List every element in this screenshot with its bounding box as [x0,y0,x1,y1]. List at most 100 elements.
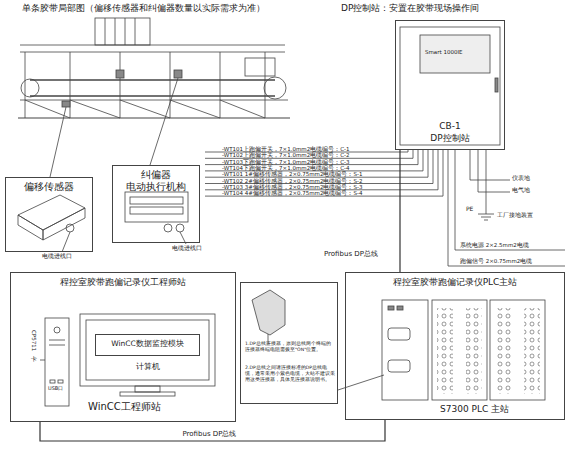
monitor-screen [86,320,209,380]
device-label: S7300 PLC 主站 [440,404,509,414]
ground-symbol [484,220,488,221]
actuator-body [125,192,188,222]
cable-line [205,150,433,184]
port-label: 电缆进线口 [42,253,72,260]
plc-cpu [382,300,428,400]
station-heading: DP控制站：安置在胶带现场操作间 [341,3,479,13]
drive-slot [49,340,65,341]
status-led [397,306,403,310]
conveyor-rail [20,45,285,46]
terminal-block [437,308,453,394]
engineer-station-box: 程控室胶带跑偏记录仪工程师站WinCC数据监控模块 [10,272,236,422]
note-callout-box: 1.DP总线连接器，原则总线两个终端的连接器终端电阻需拨至"ON"位置。 2.DP… [240,282,338,404]
device-label: 计算机 [136,362,160,371]
cable-label: -WT104下跑偏开关，7×1.0mm2电缆编号：C-4 [222,165,349,171]
cross-brace [70,100,120,118]
signal-cable [448,150,565,266]
module-name: WinCC数据监控模块 [96,340,199,349]
cable-line [205,150,418,165]
door-handle [495,78,498,92]
sensor-mark [116,70,124,78]
cross-brace [120,100,170,118]
cabinet-name: DP控制站 [396,133,504,143]
cable-gland [164,224,172,232]
cable-label: -WT102 2#偏移传感器，2×0.75mm2电缆编号：S-2 [222,178,362,184]
conveyor-leg [25,52,26,118]
plc-station-box: 程控室胶带跑偏记录仪PLC主站 [345,272,565,420]
dp-connector [252,290,285,335]
box-heading: 程控室胶带跑偏记录仪PLC主站 [346,277,564,287]
ground-symbol [478,214,494,215]
box-heading: 偏移传感器 [6,181,92,193]
leader-line [62,232,70,252]
terminal-block [524,308,540,394]
cable-label: -WT104 4#偏移传感器，2×0.75mm2电缆编号：S-4 [222,190,362,196]
cable-label: -WT103下跑偏开关，7×1.0mm2电缆编号：C-3 [222,159,349,165]
power-cable [455,150,565,250]
hmi-screen [420,35,490,73]
db9-port [388,360,410,372]
port-label: USB口 [48,386,63,392]
cable-line [205,150,428,177]
bus-connector [399,150,400,272]
sensor-body [18,215,43,240]
ground-label: 电气地 [512,187,530,194]
note-text: 1.DP总线连接器，原则总线两个终端的连接器终端电阻需拨至"ON"位置。 [245,341,335,353]
terminal-block [466,308,482,394]
ground-label: 工厂接地装置 [497,212,533,218]
cable-label: 系统电源 2×2.5mm2电缆 [460,242,529,248]
cable-label: -WT102上跑偏开关，7×1.0mm2电缆编号：C-2 [222,152,349,158]
conveyor-leg [170,52,171,118]
bus-connector [40,420,385,441]
hmi-model: Smart 1000IE [425,49,462,55]
cable-label: -WT101上跑偏开关，7×1.0mm2电缆编号：C-1 [222,146,349,152]
monitor-frame [80,314,215,386]
conveyor-leg [120,52,121,118]
note-text: 2.DP总线之间请连接标准的DP总线电缆，通常采用小紫色电缆，大站不建议采用这类… [245,365,335,383]
card-label: CP5711卡 [31,330,37,351]
nameplate [130,197,183,204]
gantry-frame [95,18,150,45]
software-module-box: WinCC数据监控模块 [95,334,200,356]
control-station-box: DP控制站：安置在胶带现场操作间CB-1DP控制站 [395,20,505,150]
gantry-bar [135,18,136,45]
cable-label: -WT103 3#偏移传感器，2×0.75mm2电缆编号：S-3 [222,184,362,190]
sensor-body [18,195,85,230]
nameplate [130,207,183,214]
bus-label: Profibus DP总线 [324,250,378,258]
head-pulley [264,77,286,99]
cross-brace [25,100,70,118]
gantry-bar [105,18,106,45]
ground-wire [478,150,510,192]
belt-line [30,95,275,96]
gantry-bar [115,18,116,45]
card-link [40,360,45,361]
drive-slot [49,345,65,346]
ground-wire [470,150,510,180]
sensor-body [43,208,85,240]
cross-brace [170,100,220,118]
cable-label: -WT101 1#偏移传感器，2×0.75mm2电缆编号：S-1 [222,171,362,177]
io-module [432,300,487,400]
cross-brace [220,100,265,118]
tail-pulley [21,79,39,97]
drive-unit [245,58,275,76]
ground-label: PE [466,206,473,213]
io-module [490,300,545,400]
cable-line [205,150,423,171]
actuator-mark [174,70,182,78]
conveyor-leg [70,52,71,118]
cable-label: 跑偏信号 2×0.75mm2电缆 [460,258,532,264]
sensor-mark [62,101,70,107]
sensor-box: 偏移传感器 [5,177,93,252]
cabinet-id: CB-1 [396,121,504,131]
cable-line [205,150,438,190]
station-label: WinCC工程师站 [88,401,161,413]
port-label: 电缆进线口 [172,245,202,252]
power-button [54,327,60,333]
drawing-title: 单条胶带局部图（偏移传感器和纠偏器数量以实际需求为准） [22,3,265,13]
cable-gland [66,224,74,232]
